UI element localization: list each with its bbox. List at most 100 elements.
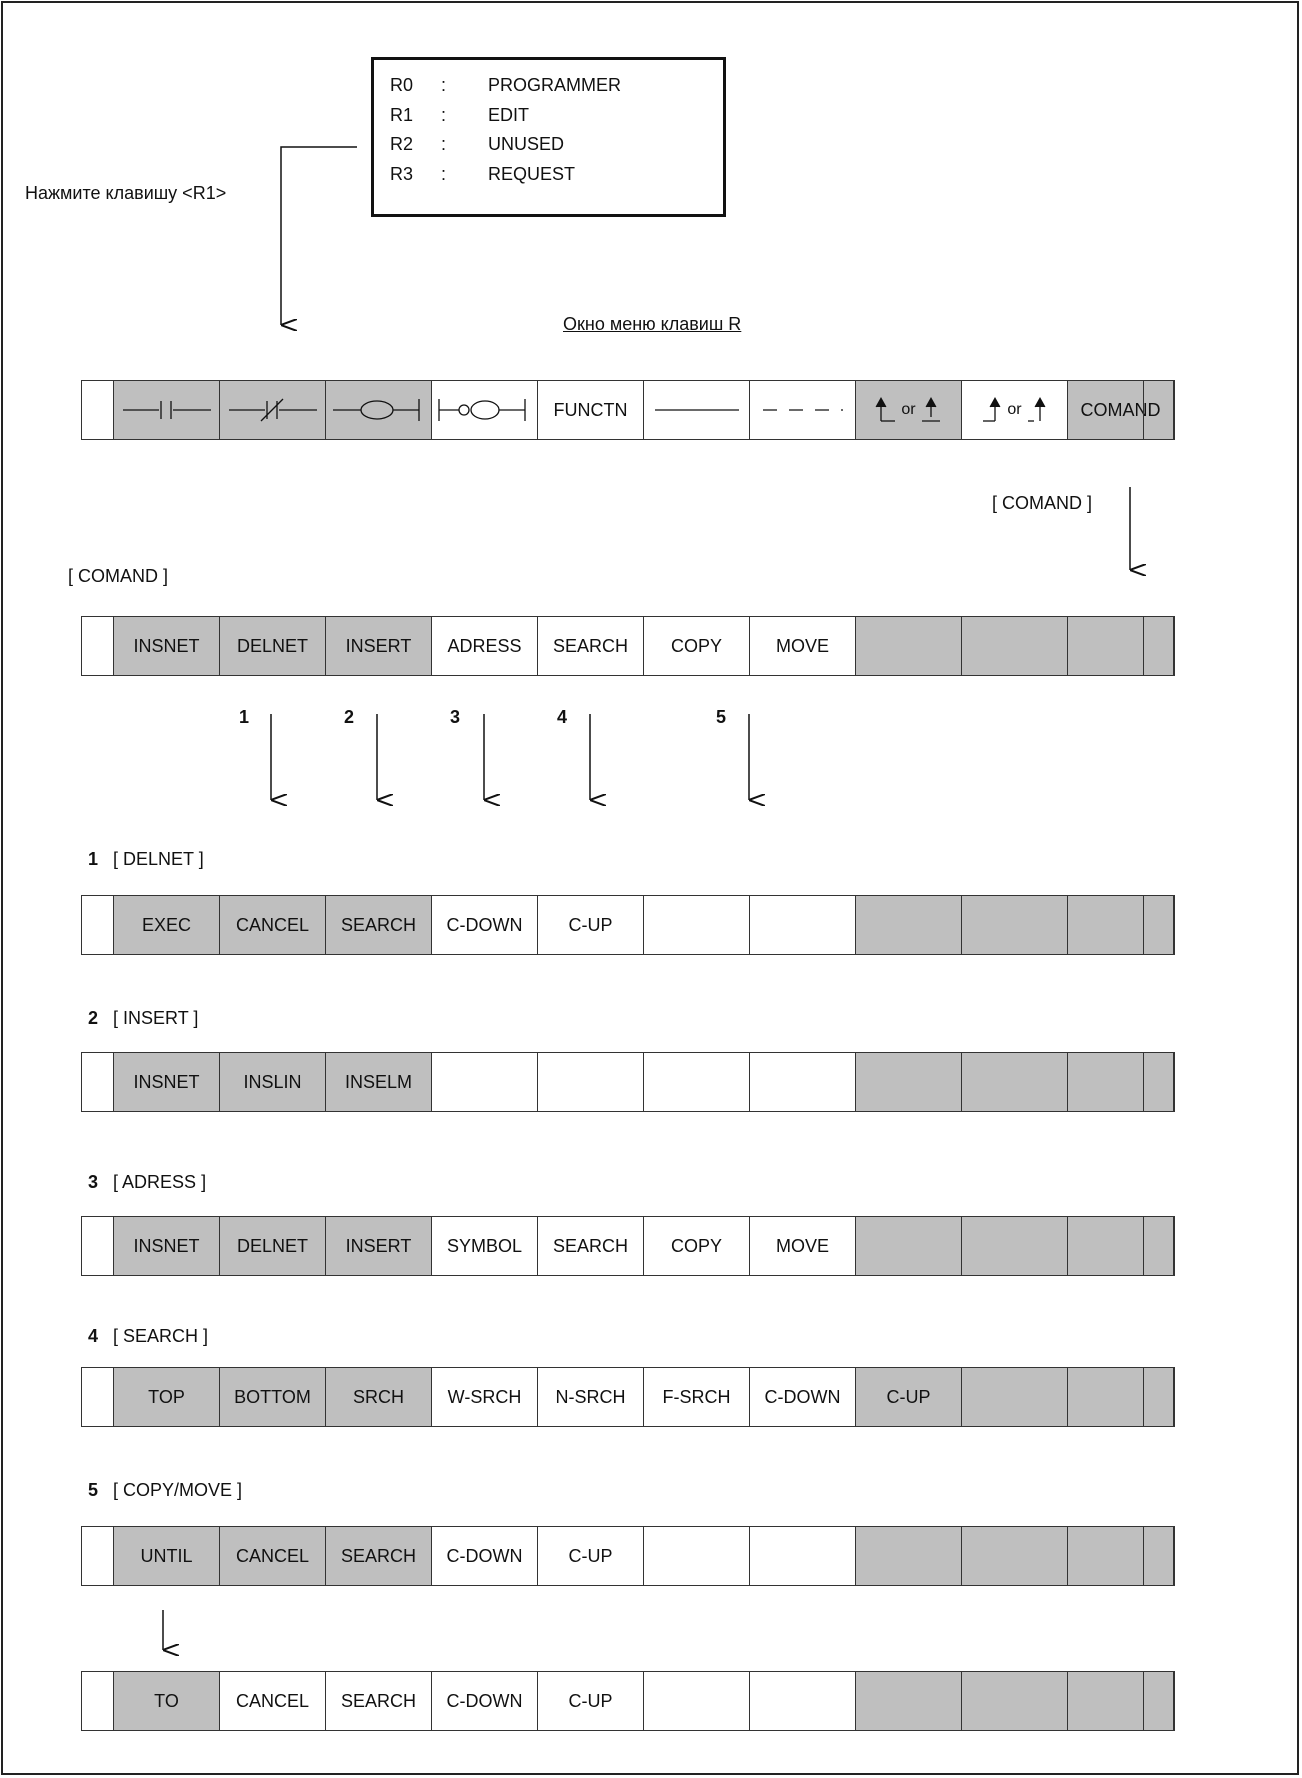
softkey-empty[interactable]: [1068, 1053, 1174, 1111]
bar-right-cap: [1143, 617, 1174, 675]
softkey-c-up[interactable]: C-UP: [538, 896, 644, 954]
softkey-empty[interactable]: [1068, 896, 1174, 954]
softkey-insnet[interactable]: INSNET: [114, 1217, 220, 1275]
softkey-c-down[interactable]: C-DOWN: [432, 896, 538, 954]
softkey-empty[interactable]: [1068, 1672, 1174, 1730]
softkey-f-srch[interactable]: F-SRCH: [644, 1368, 750, 1426]
softkey-c-up[interactable]: C-UP: [538, 1527, 644, 1585]
softkey-empty[interactable]: [856, 617, 962, 675]
softkey-c-up[interactable]: C-UP: [538, 1672, 644, 1730]
softkey-empty[interactable]: [962, 1368, 1068, 1426]
softkey-label: COPY: [670, 1235, 722, 1256]
softkey-no-contact[interactable]: [114, 381, 220, 439]
softkey-w-srch[interactable]: W-SRCH: [432, 1368, 538, 1426]
softkey-empty[interactable]: [538, 1053, 644, 1111]
softkey-adress[interactable]: ADRESS: [432, 617, 538, 675]
softkey-search[interactable]: SEARCH: [326, 896, 432, 954]
softkey-empty[interactable]: [962, 1053, 1068, 1111]
softkey-copy[interactable]: COPY: [644, 1217, 750, 1275]
softkey-until[interactable]: UNTIL: [114, 1527, 220, 1585]
softkey-empty[interactable]: [1068, 1527, 1174, 1585]
softkey-n-srch[interactable]: N-SRCH: [538, 1368, 644, 1426]
softkey-top[interactable]: TOP: [114, 1368, 220, 1426]
softkey-empty[interactable]: [856, 1053, 962, 1111]
softkey-empty[interactable]: [856, 896, 962, 954]
softkey-coil-output[interactable]: [432, 381, 538, 439]
softkey-empty[interactable]: [1068, 1368, 1174, 1426]
softkey-horizontal-line[interactable]: [644, 381, 750, 439]
softkey-delnet[interactable]: DELNET: [220, 1217, 326, 1275]
no-contact-icon: [115, 395, 219, 425]
softkey-c-down[interactable]: C-DOWN: [432, 1672, 538, 1730]
softkey-label: INSERT: [345, 635, 412, 656]
bar-right-cap: [1143, 1672, 1174, 1730]
softkey-inselm[interactable]: INSELM: [326, 1053, 432, 1111]
softkey-insert[interactable]: INSERT: [326, 1217, 432, 1275]
softkey-bottom[interactable]: BOTTOM: [220, 1368, 326, 1426]
softkey-empty[interactable]: [1068, 617, 1174, 675]
softkey-empty[interactable]: [750, 896, 856, 954]
softkey-empty[interactable]: [962, 1672, 1068, 1730]
softkey-inslin[interactable]: INSLIN: [220, 1053, 326, 1111]
softkey-comand[interactable]: COMAND: [1068, 381, 1174, 439]
softkey-vertical-line-erase[interactable]: or: [962, 381, 1068, 439]
softkey-to[interactable]: TO: [114, 1672, 220, 1730]
menu-key: R3: [390, 164, 414, 184]
softkey-cancel[interactable]: CANCEL: [220, 1672, 326, 1730]
softkey-empty[interactable]: [962, 1217, 1068, 1275]
softkey-empty[interactable]: [962, 896, 1068, 954]
softkey-search[interactable]: SEARCH: [538, 617, 644, 675]
softkey-label: C-UP: [568, 914, 613, 935]
softkey-empty[interactable]: [644, 1672, 750, 1730]
softkey-empty[interactable]: [1068, 1217, 1174, 1275]
softkey-label: SYMBOL: [446, 1235, 523, 1256]
softkey-move[interactable]: MOVE: [750, 617, 856, 675]
section-heading: 1 [ DELNET ]: [88, 849, 204, 870]
softkey-empty[interactable]: [432, 1053, 538, 1111]
coil-output-icon: [433, 395, 537, 425]
softkey-exec[interactable]: EXEC: [114, 896, 220, 954]
softkey-coil[interactable]: [326, 381, 432, 439]
softkey-c-down[interactable]: C-DOWN: [750, 1368, 856, 1426]
arrow-number: 4: [557, 707, 568, 727]
softkey-functn[interactable]: FUNCTN: [538, 381, 644, 439]
softkey-label: MOVE: [775, 635, 829, 656]
softkey-search[interactable]: SEARCH: [326, 1672, 432, 1730]
softkey-cancel[interactable]: CANCEL: [220, 896, 326, 954]
softkey-insnet[interactable]: INSNET: [114, 617, 220, 675]
softkey-symbol[interactable]: SYMBOL: [432, 1217, 538, 1275]
bar-left-cap: [82, 1053, 114, 1111]
mode-menu-box: R0 : PROGRAMMER R1 : EDIT R2 : UNUSED R3…: [371, 57, 726, 217]
bar-left-cap: [82, 617, 114, 675]
section-heading: 5 [ COPY/MOVE ]: [88, 1480, 242, 1501]
softkey-delnet[interactable]: DELNET: [220, 617, 326, 675]
softkey-insert[interactable]: INSERT: [326, 617, 432, 675]
softkey-empty[interactable]: [962, 1527, 1068, 1585]
softkey-empty[interactable]: [644, 1527, 750, 1585]
softkey-cancel[interactable]: CANCEL: [220, 1527, 326, 1585]
softkey-c-down[interactable]: C-DOWN: [432, 1527, 538, 1585]
softkey-srch[interactable]: SRCH: [326, 1368, 432, 1426]
softkey-vertical-line[interactable]: or: [856, 381, 962, 439]
softkey-empty[interactable]: [644, 1053, 750, 1111]
softkey-c-up[interactable]: C-UP: [856, 1368, 962, 1426]
softkey-empty[interactable]: [750, 1053, 856, 1111]
softkey-empty[interactable]: [750, 1527, 856, 1585]
softkey-search[interactable]: SEARCH: [538, 1217, 644, 1275]
softkey-empty[interactable]: [644, 896, 750, 954]
softkey-nc-contact[interactable]: [220, 381, 326, 439]
softkey-empty[interactable]: [856, 1527, 962, 1585]
section-number: 1: [88, 849, 99, 869]
softkey-label: C-UP: [886, 1386, 931, 1407]
softkey-empty[interactable]: [962, 617, 1068, 675]
softkey-empty[interactable]: [856, 1217, 962, 1275]
softkey-dashed-line[interactable]: [750, 381, 856, 439]
softkey-copy[interactable]: COPY: [644, 617, 750, 675]
softkey-insnet[interactable]: INSNET: [114, 1053, 220, 1111]
softkey-move[interactable]: MOVE: [750, 1217, 856, 1275]
softkey-search[interactable]: SEARCH: [326, 1527, 432, 1585]
softkey-empty[interactable]: [750, 1672, 856, 1730]
softkey-empty[interactable]: [856, 1672, 962, 1730]
